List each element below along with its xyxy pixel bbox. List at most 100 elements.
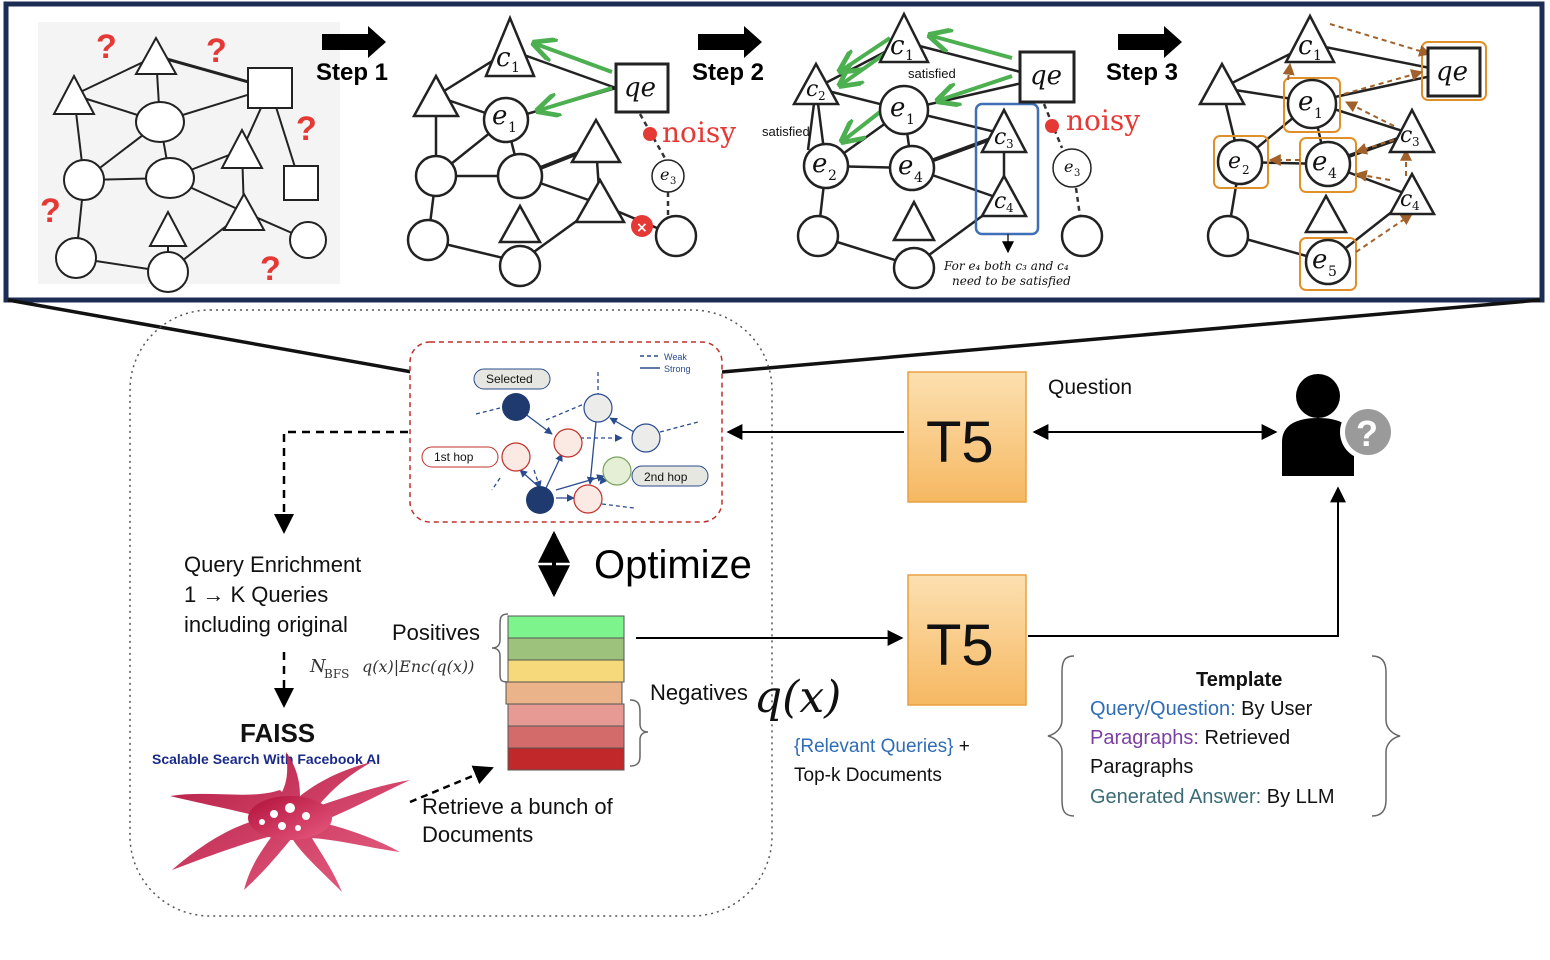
noisy-label: noisy — [1066, 104, 1140, 137]
node-c1-label: c — [496, 43, 511, 73]
question-mark: ? — [260, 250, 281, 288]
svg-text:4: 4 — [1328, 166, 1337, 182]
node-e1-label: e — [1298, 87, 1313, 117]
node-c3-label: c — [1400, 123, 1412, 148]
faiss-logo-icon — [170, 752, 410, 892]
node-c3-label: c — [994, 125, 1006, 150]
node-e2-label: e — [812, 149, 827, 179]
svg-text:1: 1 — [906, 112, 915, 128]
mini-graph: Weak Strong Selected 1st hop 2nd hop — [409, 341, 723, 523]
evidence-arrow — [536, 44, 613, 74]
first-hop-tag: 1st hop — [434, 450, 474, 464]
second-hop-tag: 2nd hop — [644, 470, 688, 484]
step-2-label: Step 2 — [692, 59, 764, 86]
arrow-right-icon — [1118, 26, 1182, 58]
positives-label: Positives — [392, 620, 480, 645]
node-c1-label: c — [890, 31, 905, 61]
template-line: Paragraphs: Retrieved — [1090, 727, 1290, 749]
node-e4-label: e — [1312, 147, 1327, 177]
relevant-queries-label: {Relevant Queries} + — [794, 736, 970, 757]
constraint-group-box — [974, 102, 1040, 236]
template-block: Template Query/Question: By User Paragra… — [1047, 655, 1401, 817]
selected-node-box — [1299, 237, 1357, 291]
node-e1-label: e — [890, 93, 905, 123]
question-mark: ? — [96, 28, 117, 66]
template-line: Query/Question: By User — [1090, 698, 1313, 720]
document-stack — [505, 615, 625, 771]
node-e2-label: e — [1228, 149, 1241, 174]
enrichment-arrow — [274, 430, 408, 534]
question-label: Question — [1048, 376, 1132, 399]
step-1-marker: Step 1 — [316, 26, 388, 86]
svg-text:BFS: BFS — [324, 667, 349, 681]
optimize-label: Optimize — [594, 543, 752, 587]
user-icon: ? — [1282, 374, 1396, 476]
evidence-arrow — [932, 36, 1013, 60]
node-c4-label: c — [1400, 187, 1412, 212]
template-title: Template — [1196, 669, 1282, 691]
evidence-arrow — [940, 74, 1013, 100]
selected-node-box — [1213, 135, 1269, 189]
node-c4-label: c — [994, 189, 1006, 214]
t5-label: T5 — [926, 410, 994, 475]
node-c2-label: c — [806, 77, 818, 102]
step-3-label: Step 3 — [1106, 59, 1178, 86]
cut-edge-icon — [631, 215, 653, 237]
arrow-right-icon — [322, 26, 386, 58]
zoom-connector — [721, 298, 1541, 374]
node-qe-label: qe — [1030, 61, 1062, 91]
svg-text:q(x)|Enc(q(x)): q(x)|Enc(q(x)) — [362, 657, 474, 676]
retrieval-module-frame — [129, 309, 773, 917]
faiss-title: FAISS — [240, 718, 315, 748]
graph-panel-step2: c 1 c 2 e 1 e 2 e 4 c 3 c 4 qe e 3 satis… — [762, 11, 1140, 290]
legend-weak: Weak — [664, 352, 687, 362]
selected-node-box — [1299, 137, 1357, 193]
template-line: Paragraphs — [1090, 756, 1193, 778]
question-mark: ? — [40, 192, 61, 230]
node-qe-label: qe — [1436, 57, 1468, 87]
faiss-subtitle: Scalable Search With Facebook AI — [152, 751, 380, 767]
graph-panel-step3: c 1 qe e 1 e 2 e 4 c 3 c 4 e 5 — [1197, 13, 1487, 291]
svg-text:2: 2 — [1242, 163, 1250, 177]
negatives-label: Negatives — [650, 680, 748, 705]
svg-text:1: 1 — [1314, 106, 1323, 122]
query-enrichment-line: Query Enrichment — [184, 552, 361, 577]
negatives-brace — [629, 699, 649, 767]
svg-text:4: 4 — [914, 170, 923, 186]
step-3-marker: Step 3 — [1106, 26, 1182, 86]
evidence-arrow — [540, 86, 613, 110]
document-layer — [505, 681, 623, 705]
node-qe-label: qe — [624, 73, 656, 103]
svg-text:3: 3 — [1074, 168, 1080, 179]
template-line: Generated Answer: By LLM — [1090, 786, 1335, 808]
svg-text:1: 1 — [511, 60, 520, 76]
satisfied-label: satisfied — [762, 124, 810, 139]
retrieve-label: Retrieve a bunch of — [422, 794, 614, 819]
document-layer — [507, 615, 625, 639]
step-2-marker: Step 2 — [692, 26, 764, 86]
svg-text:2: 2 — [818, 89, 826, 103]
node-e1-label: e — [492, 101, 507, 131]
node-e5-label: e — [1312, 245, 1327, 275]
noisy-marker-icon — [1045, 119, 1059, 133]
document-layer — [507, 659, 625, 683]
document-layer — [507, 747, 625, 771]
document-layer — [507, 703, 625, 727]
retrieve-label: Documents — [422, 822, 533, 847]
query-enrichment-line: including original — [184, 612, 348, 637]
svg-text:4: 4 — [1006, 201, 1014, 215]
constraint-note: need to be satisfied — [952, 274, 1071, 288]
question-mark: ? — [206, 32, 227, 70]
question-mark: ? — [296, 110, 317, 148]
svg-text:4: 4 — [1412, 199, 1420, 213]
node-e3-label: e — [1064, 157, 1073, 176]
graph-panel-step1: c 1 e 1 qe e 3 noisy × — [406, 14, 736, 288]
t5-model-bottom — [907, 574, 1027, 706]
positives-brace — [491, 613, 509, 683]
document-layer — [507, 725, 625, 749]
noisy-label: noisy — [662, 116, 736, 149]
arrow-right-icon — [698, 26, 762, 58]
t5-label: T5 — [926, 613, 994, 678]
topk-label: Top-k Documents — [794, 765, 942, 786]
selected-tag: Selected — [486, 372, 533, 386]
